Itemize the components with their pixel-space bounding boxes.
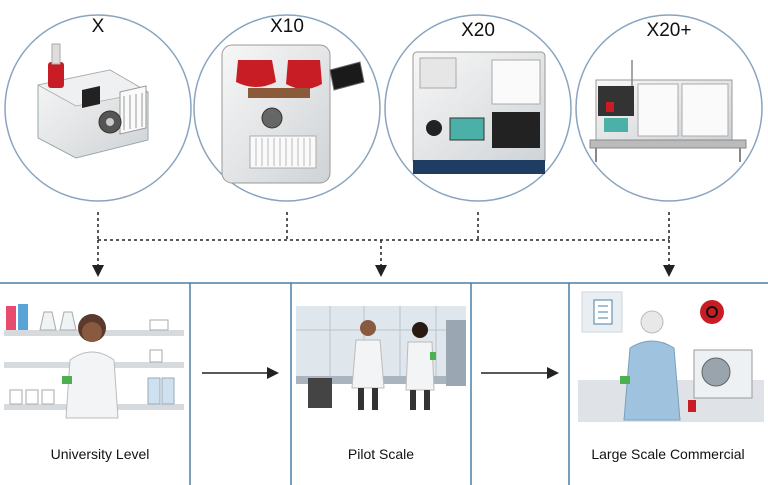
scale-label-pilot: Pilot Scale bbox=[347, 446, 415, 462]
multiplier-label-x20: X20 bbox=[461, 20, 495, 41]
technician-scrubs bbox=[620, 310, 681, 421]
scientist-female bbox=[62, 314, 119, 419]
bioreactor-x20-illustration bbox=[412, 51, 546, 174]
scientist-male bbox=[351, 320, 385, 410]
commercial-lab-illustration bbox=[578, 291, 764, 422]
bioreactor-array-illustration bbox=[589, 60, 747, 162]
device-circle-x20-plus bbox=[575, 14, 763, 202]
scale-label-commercial: Large Scale Commercial bbox=[591, 446, 745, 462]
scale-panels bbox=[0, 282, 768, 485]
bioreactor-x10-illustration bbox=[221, 44, 365, 184]
biohazard-icon bbox=[700, 300, 724, 324]
connector-lines bbox=[92, 212, 675, 277]
pilot-lab-illustration bbox=[296, 306, 466, 410]
multiplier-label-x20-plus: X20+ bbox=[646, 20, 692, 41]
multiplier-label-x10: X10 bbox=[270, 16, 304, 37]
device-circle-x10 bbox=[193, 14, 381, 202]
scale-label-university: University Level bbox=[50, 446, 150, 462]
multiplier-label-x: X bbox=[91, 16, 105, 37]
scientist-female-2 bbox=[405, 322, 436, 410]
device-circle-x bbox=[4, 14, 192, 202]
university-lab-illustration bbox=[4, 304, 184, 419]
bioreactor-small-illustration bbox=[36, 43, 150, 159]
device-circle-x20 bbox=[384, 14, 572, 202]
